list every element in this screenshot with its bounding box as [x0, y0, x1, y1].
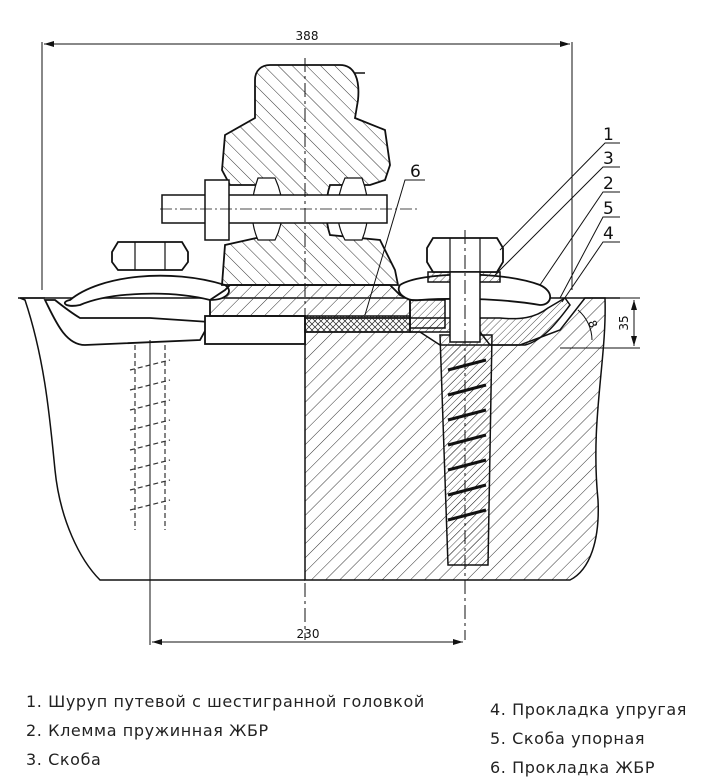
dim-35-label: 35	[617, 315, 631, 330]
callout-2: 2	[603, 174, 614, 194]
left-bolt-head	[111, 241, 189, 271]
legend-item: 3. Скоба	[26, 750, 102, 769]
callout-1: 1	[603, 125, 614, 145]
angle-arc	[577, 309, 593, 341]
callout-5: 5	[603, 199, 614, 219]
rail-fastening-drawing: 388 230 35 8 1 3 2 5 4 6	[18, 29, 640, 645]
sleeper-outline	[19, 297, 305, 581]
angle-label: 8	[585, 319, 600, 330]
legend-item: 1. Шуруп путевой с шестигранной головкой	[26, 692, 425, 711]
rail-base-plate	[209, 284, 411, 319]
left-spring-clamp	[43, 299, 212, 346]
legend-left: 1. Шуруп путевой с шестигранной головкой…	[26, 687, 425, 774]
dim-388-label: 388	[296, 29, 319, 43]
right-elastic-pad	[409, 297, 571, 346]
rail-pad	[304, 315, 411, 333]
bolt-nut	[204, 179, 230, 241]
legend-item: 6. Прокладка ЖБР	[490, 758, 656, 777]
legend-item: 5. Скоба упорная	[490, 729, 646, 748]
callout-4: 4	[603, 224, 614, 244]
dim-230-label: 230	[297, 627, 320, 641]
right-screw-dowel	[439, 334, 493, 566]
callout-6: 6	[410, 162, 421, 182]
left-clamp-arc	[63, 274, 230, 307]
callout-3: 3	[603, 149, 614, 169]
legend-item: 4. Прокладка упругая	[490, 700, 688, 719]
legend-right: 4. Прокладка упругая 5. Скоба упорная 6.…	[490, 695, 687, 782]
right-bracket	[409, 299, 446, 329]
callout-leaders	[364, 142, 620, 316]
right-screw-thread	[447, 358, 487, 522]
rail-section	[221, 64, 400, 286]
legend-item: 2. Клемма пружинная ЖБР	[26, 721, 269, 740]
left-plate	[204, 315, 306, 345]
